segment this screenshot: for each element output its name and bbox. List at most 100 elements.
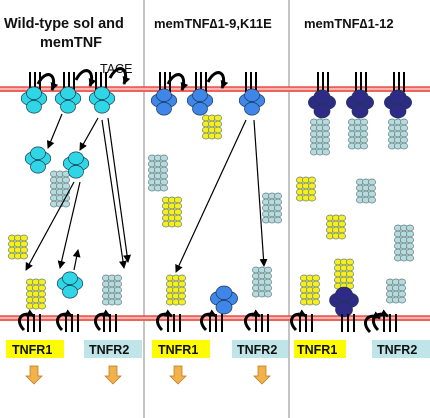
receptor-domain — [264, 290, 272, 298]
transition-arrow — [253, 119, 268, 267]
tace-arrow — [206, 71, 229, 89]
tnfr1-label-bg — [152, 340, 210, 358]
receptor-domain — [38, 290, 46, 298]
tace-arrow — [108, 67, 131, 85]
membrane-tnf-mutant-12 — [329, 286, 359, 318]
receptor-domain — [400, 136, 408, 144]
transition-arrow — [107, 117, 131, 263]
receptor-domain — [406, 248, 414, 256]
tnfr2-label-bg — [372, 340, 430, 358]
receptor-tnfr1 — [26, 278, 46, 310]
receptor-domain — [322, 130, 330, 138]
membrane-band — [0, 87, 430, 92]
membrane-tnf-mutant-12 — [308, 89, 336, 119]
receptor-domain — [312, 274, 320, 282]
receptor-domain — [114, 292, 122, 300]
receptor-domain — [308, 194, 316, 202]
receptor-domain — [398, 296, 406, 304]
receptor-domain — [214, 126, 222, 134]
receptor-domain — [322, 124, 330, 132]
tnf-subunit — [62, 285, 78, 299]
tnf-subunit — [26, 100, 42, 114]
receptor-tnfr1 — [8, 234, 28, 260]
tnf-subunit — [313, 89, 331, 104]
receptor-domain — [178, 286, 186, 294]
receptor-domain — [338, 226, 346, 234]
receptor-domain — [322, 148, 330, 156]
membrane-tnf-wild-type — [88, 86, 116, 114]
receptor-domain — [178, 280, 186, 288]
tnfr2-label-text: TNFR2 — [89, 343, 129, 357]
receptor-domain — [62, 176, 70, 184]
receptor-domain — [160, 160, 168, 168]
tnfr2-label-bg — [84, 340, 142, 358]
signal-arrow — [169, 365, 187, 385]
receptor-domain — [160, 184, 168, 192]
transition-arrow — [72, 249, 81, 271]
receptor-tnfr2 — [102, 274, 122, 306]
receptor-domain — [398, 278, 406, 286]
receptor-tnfr1 — [300, 274, 320, 306]
receptor-domain — [308, 182, 316, 190]
tnfr1-label-bg — [6, 340, 64, 358]
membrane-tnf-mutant-12 — [346, 89, 374, 119]
tnf-subunit — [30, 160, 46, 174]
receptor-arrow — [94, 309, 111, 332]
receptor-domain — [346, 258, 354, 266]
receptor-arrow — [290, 309, 307, 332]
tnfr1-label-panel-1: TNFR1 — [6, 340, 64, 358]
receptor-arrow — [364, 311, 381, 334]
receptor-tnfr2 — [252, 266, 272, 298]
tnf-subunit — [192, 88, 208, 102]
receptor-domain — [338, 232, 346, 240]
receptor-domain — [346, 264, 354, 272]
receptor-domain — [406, 254, 414, 262]
tnfr1-label-panel-3: TNFR1 — [294, 340, 346, 358]
tnfr2-label-panel-1: TNFR2 — [84, 340, 142, 358]
receptor-domain — [368, 190, 376, 198]
receptor-arrow — [156, 309, 173, 332]
receptor-domain — [274, 216, 282, 224]
panel-2-title: memTNF∆1-9,K11E — [154, 16, 272, 31]
tnfr2-label-text: TNFR2 — [377, 343, 417, 357]
receptor-arrow — [56, 309, 73, 332]
receptor-tnfr2 — [356, 178, 376, 204]
receptor-arrow — [18, 309, 35, 332]
receptor-domain — [178, 298, 186, 306]
receptor-domain — [398, 290, 406, 298]
receptor-tnfr1 — [296, 176, 316, 202]
soluble-tnf-wild-type — [56, 271, 84, 299]
receptor-domain — [264, 266, 272, 274]
receptor-arrow — [200, 309, 217, 332]
receptor-domain — [312, 298, 320, 306]
receptor-arrow — [244, 309, 261, 332]
receptor-domain — [114, 274, 122, 282]
receptor-domain — [174, 220, 182, 228]
tnfr2-label-text: TNFR2 — [237, 343, 277, 357]
tace-arrow — [74, 69, 97, 87]
tnf-subunit — [215, 300, 233, 315]
tnf-subunit — [335, 302, 353, 318]
receptor-domain — [264, 278, 272, 286]
tnf-subunit — [335, 286, 353, 302]
receptor-domain — [406, 236, 414, 244]
receptor-domain — [368, 178, 376, 186]
receptor-domain — [312, 286, 320, 294]
receptor-domain — [346, 270, 354, 278]
receptor-tnfr1 — [334, 258, 354, 290]
receptor-domain — [368, 196, 376, 204]
receptor-domain — [214, 114, 222, 122]
receptor-domain — [160, 178, 168, 186]
receptor-domain — [322, 142, 330, 150]
receptor-tnfr2 — [348, 118, 368, 150]
tnfr2-label-bg — [232, 340, 288, 358]
receptor-domain — [368, 184, 376, 192]
tnf-subunit — [60, 100, 76, 114]
receptor-domain — [160, 154, 168, 162]
transition-arrow — [57, 181, 81, 269]
panel-1-title-line-1: Wild-type sol and — [4, 16, 124, 32]
tnfr1-label-bg — [294, 340, 346, 358]
tnf-subunit — [389, 89, 407, 104]
tnf-subunit — [389, 104, 407, 119]
tnf-subunit — [313, 104, 331, 119]
